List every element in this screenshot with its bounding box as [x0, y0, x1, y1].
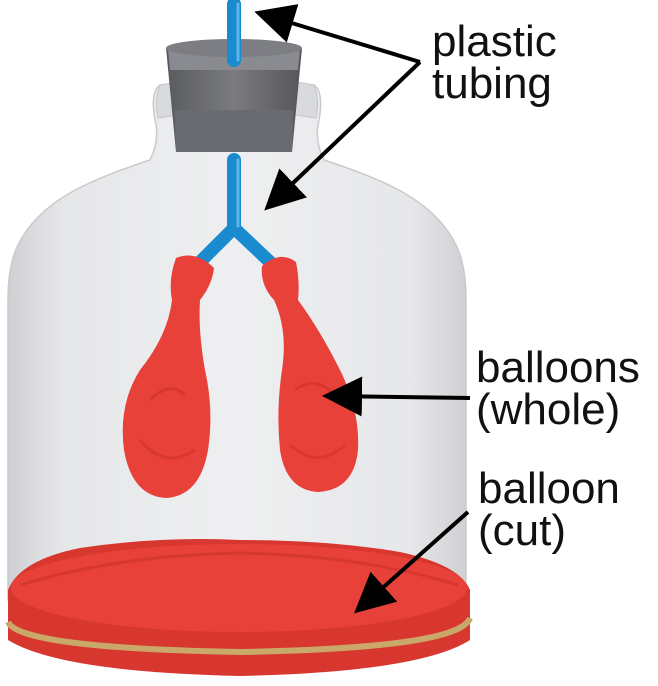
- arrow-to-cut-balloon: [354, 510, 470, 614]
- rubber-stopper: [166, 39, 302, 152]
- balloon-right: [261, 256, 359, 492]
- arrow-to-balloon: [322, 376, 471, 417]
- plastic-tubing: [193, 0, 277, 269]
- label-balloons-line2: (whole): [476, 385, 620, 434]
- label-balloons-line1: balloons: [476, 343, 640, 392]
- annotation-arrows: [254, 4, 471, 614]
- label-tubing-line2: tubing: [432, 59, 552, 108]
- label-tubing-line1: plastic: [432, 17, 557, 66]
- arrow-to-lower-tubing: [264, 60, 422, 211]
- label-cut-line1: balloon: [478, 464, 620, 513]
- arrow-to-top-tubing: [254, 4, 421, 64]
- balloon-left: [122, 255, 214, 498]
- labels: plastic tubing balloons (whole) balloon …: [432, 17, 640, 555]
- rubber-band: [5, 616, 473, 656]
- balloon-cut-diaphragm: [5, 539, 473, 676]
- label-cut-line2: (cut): [478, 506, 566, 555]
